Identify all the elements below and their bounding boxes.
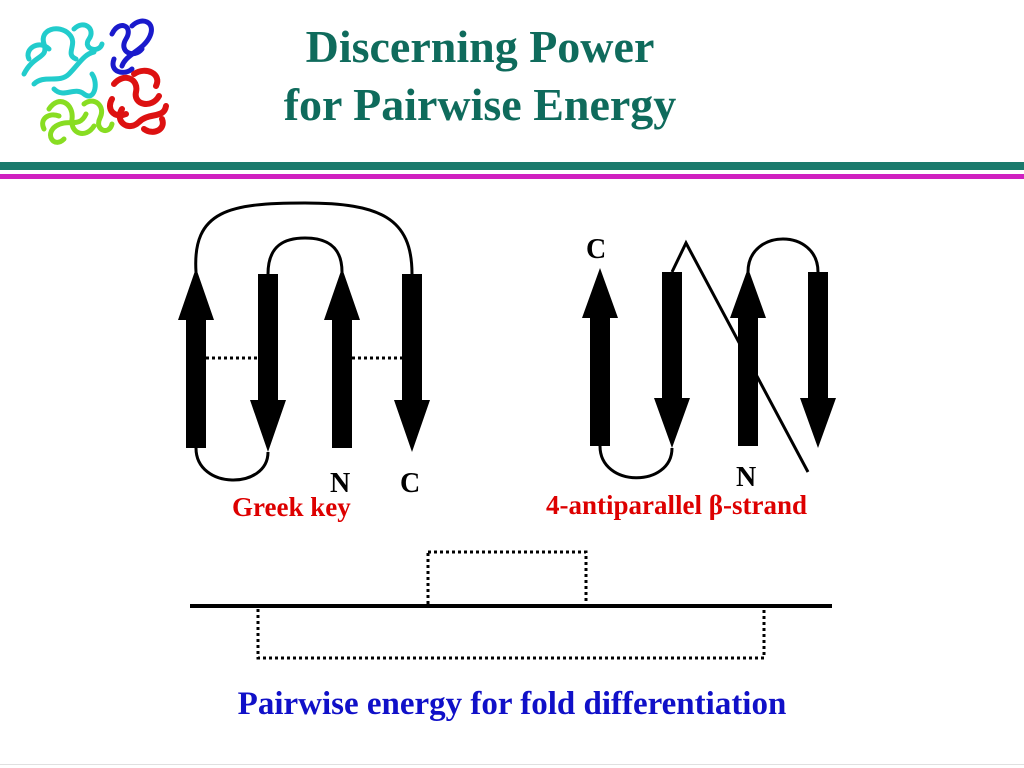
antiparallel-loop-bottom bbox=[598, 445, 674, 480]
antiparallel-crossover bbox=[670, 239, 810, 473]
greek-key-c-label: C bbox=[400, 468, 420, 499]
antiparallel-label-suffix: -strand bbox=[722, 490, 807, 520]
footer-divider bbox=[0, 764, 1024, 765]
slide-caption: Pairwise energy for fold differentiation bbox=[237, 686, 787, 722]
title-line-2: for Pairwise Energy bbox=[283, 79, 677, 130]
title-line-1: Discerning Power bbox=[305, 21, 655, 72]
energy-box-lower bbox=[256, 604, 766, 660]
greek-key-loop-top-inner bbox=[266, 236, 344, 275]
page-title: Discerning Power for Pairwise Energy bbox=[190, 18, 770, 134]
greek-key-strand-4 bbox=[394, 274, 430, 452]
energy-comparison bbox=[190, 550, 832, 660]
antiparallel-c-label: C bbox=[586, 234, 606, 265]
antiparallel-n-label: N bbox=[736, 462, 756, 493]
greek-key-n-label: N bbox=[330, 468, 350, 499]
antiparallel-diagram: C N bbox=[582, 234, 836, 493]
antiparallel-strand-4 bbox=[800, 272, 836, 448]
antiparallel-strand-1 bbox=[582, 268, 618, 446]
antiparallel-strand-2 bbox=[654, 272, 690, 448]
greek-key-loop-top-outer bbox=[194, 201, 414, 275]
greek-key-strand-2 bbox=[250, 274, 286, 452]
beta-symbol: β bbox=[708, 490, 723, 520]
greek-key-label: Greek key bbox=[232, 492, 351, 522]
greek-key-diagram: N C bbox=[178, 201, 430, 499]
protein-structure-icon bbox=[21, 18, 169, 145]
energy-box-upper bbox=[426, 550, 588, 608]
header-rule-magenta bbox=[0, 174, 1024, 179]
greek-key-strand-1 bbox=[178, 268, 214, 448]
header-rule-teal bbox=[0, 162, 1024, 170]
antiparallel-label-prefix: 4-antiparallel bbox=[546, 490, 709, 520]
antiparallel-loop-top bbox=[746, 237, 820, 273]
greek-key-loop-bottom bbox=[194, 447, 270, 482]
greek-key-strand-3 bbox=[324, 268, 360, 448]
antiparallel-label: 4-antiparallel β-strand bbox=[546, 490, 807, 521]
